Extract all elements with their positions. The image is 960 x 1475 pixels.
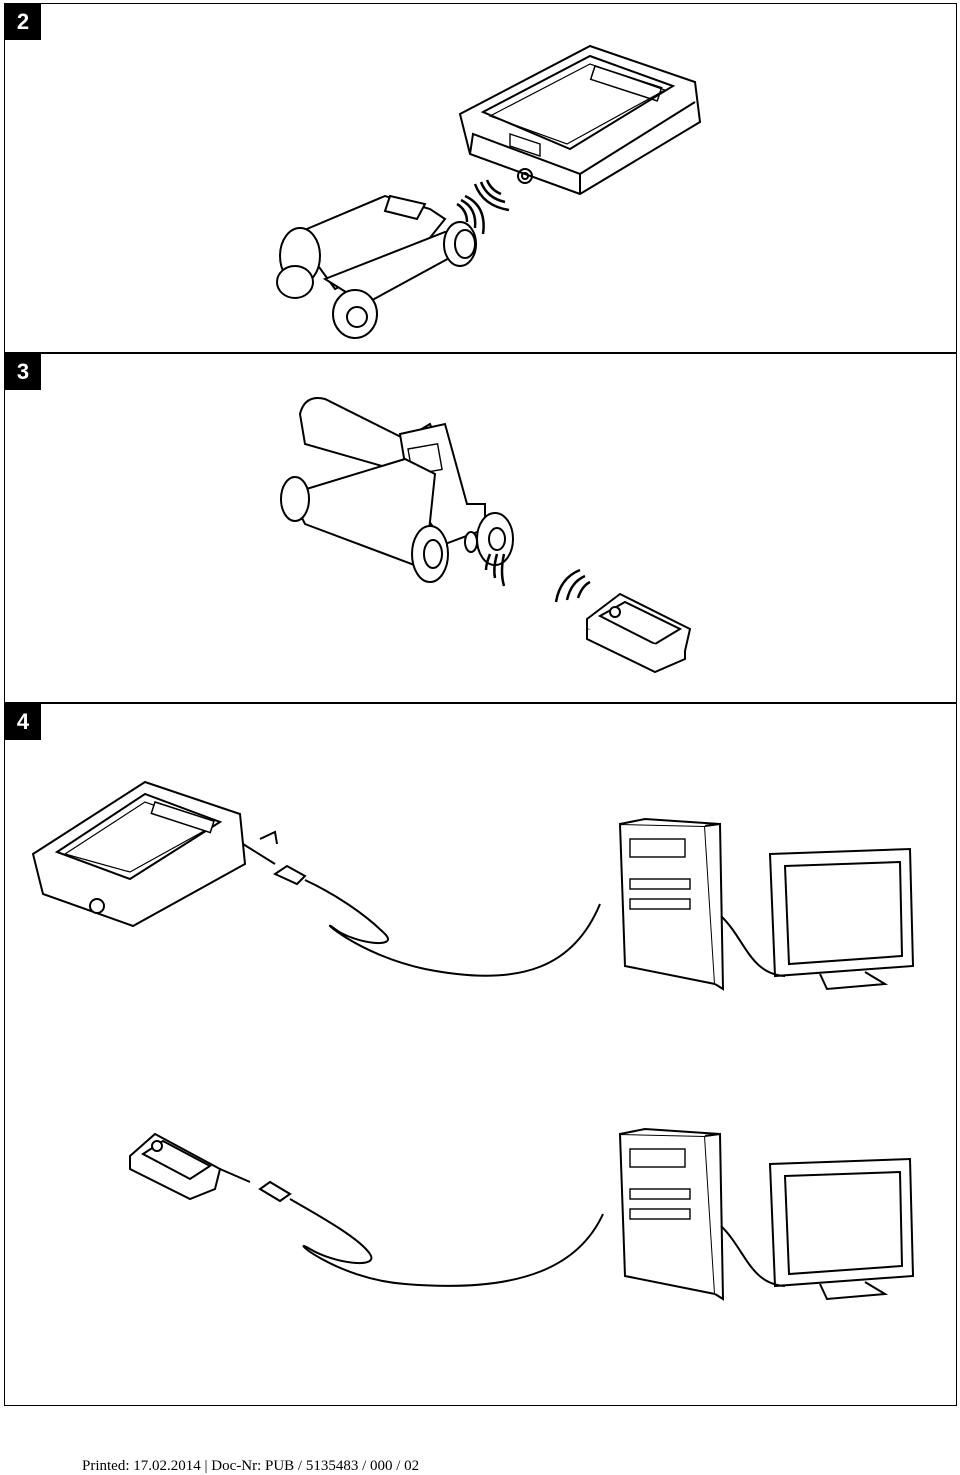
figure-number: 3: [5, 354, 41, 390]
data-card-icon: [129, 1132, 222, 1201]
scanner-to-monitor-illustration: [276, 44, 702, 339]
scanner-to-data-card-illustration: [280, 397, 692, 674]
pc-screen-icon: [768, 1157, 915, 1301]
scanner-icon: [280, 397, 514, 583]
figure-number: 2: [5, 4, 41, 40]
usb-cable-icon: [219, 1168, 604, 1287]
figure-panel-4: 4: [4, 703, 957, 1406]
data-card-icon: [586, 592, 692, 674]
print-footer: Printed: 17.02.2014 | Doc-Nr: PUB / 5135…: [82, 1458, 420, 1474]
usb-cable-icon: [242, 830, 601, 977]
scanner-icon: [276, 194, 478, 339]
figure-panel-3: 3: [4, 353, 957, 703]
pc-tower-icon: [618, 817, 725, 991]
pc-connection-illustration: [31, 780, 915, 1301]
video-cable-icon: [720, 1225, 786, 1287]
pc-screen-icon: [768, 847, 915, 991]
video-cable-icon: [720, 915, 786, 977]
wireless-signal-icon: [484, 553, 591, 603]
monitor-device-icon: [458, 44, 702, 196]
figure-number: 4: [5, 704, 41, 740]
wireless-signal-icon: [456, 179, 510, 235]
monitor-device-icon: [31, 780, 247, 928]
figure-panel-2: 2: [4, 3, 957, 353]
pc-tower-icon: [618, 1127, 725, 1301]
